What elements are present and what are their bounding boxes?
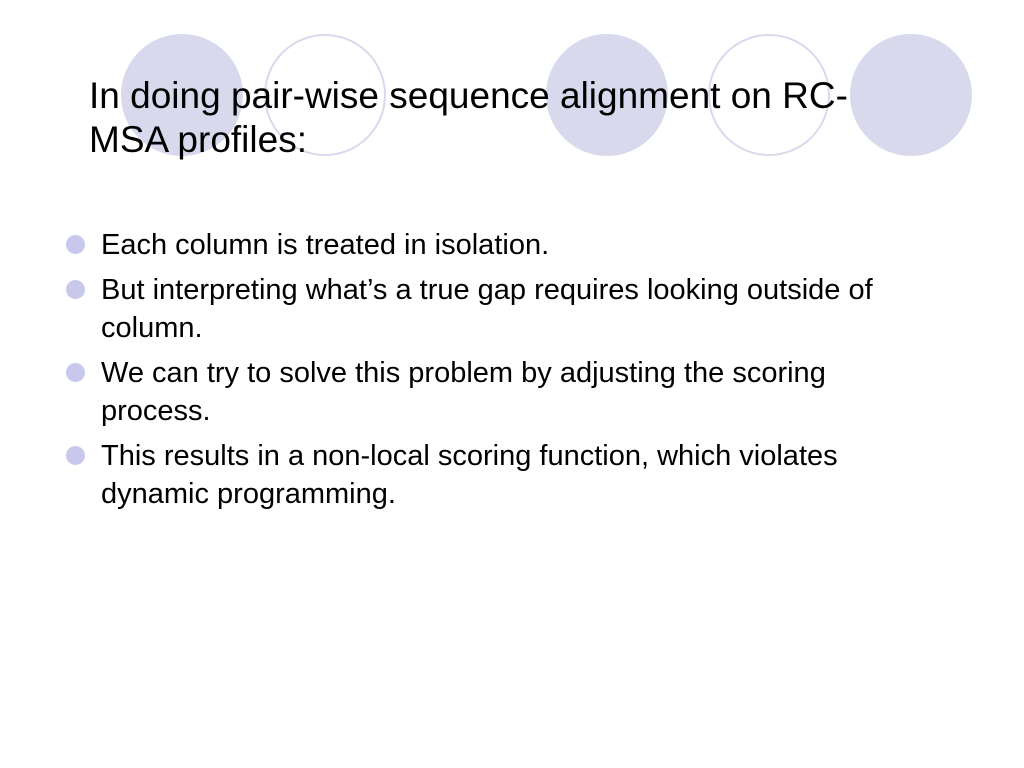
bullet-dot-icon [66,363,85,382]
bullet-list: Each column is treated in isolation. But… [66,226,926,520]
bullet-text: We can try to solve this problem by adju… [101,357,826,427]
bullet-text: This results in a non-local scoring func… [101,440,838,510]
decorative-circle-outline [708,34,830,156]
bullet-text: Each column is treated in isolation. [101,229,550,261]
bullet-dot-icon [66,446,85,465]
decorative-circle-filled [121,34,243,156]
bullet-item: We can try to solve this problem by adju… [66,354,926,430]
decorative-circle-filled [850,34,972,156]
bullet-item: This results in a non-local scoring func… [66,437,926,513]
bullet-dot-icon [66,235,85,254]
bullet-text: But interpreting what’s a true gap requi… [101,274,873,344]
bullet-item: Each column is treated in isolation. [66,226,926,264]
decorative-circle-outline [264,34,386,156]
slide-title: In doing pair-wise sequence alignment on… [89,75,848,160]
decorative-circle-filled [546,34,668,156]
bullet-dot-icon [66,280,85,299]
bullet-item: But interpreting what’s a true gap requi… [66,271,926,347]
